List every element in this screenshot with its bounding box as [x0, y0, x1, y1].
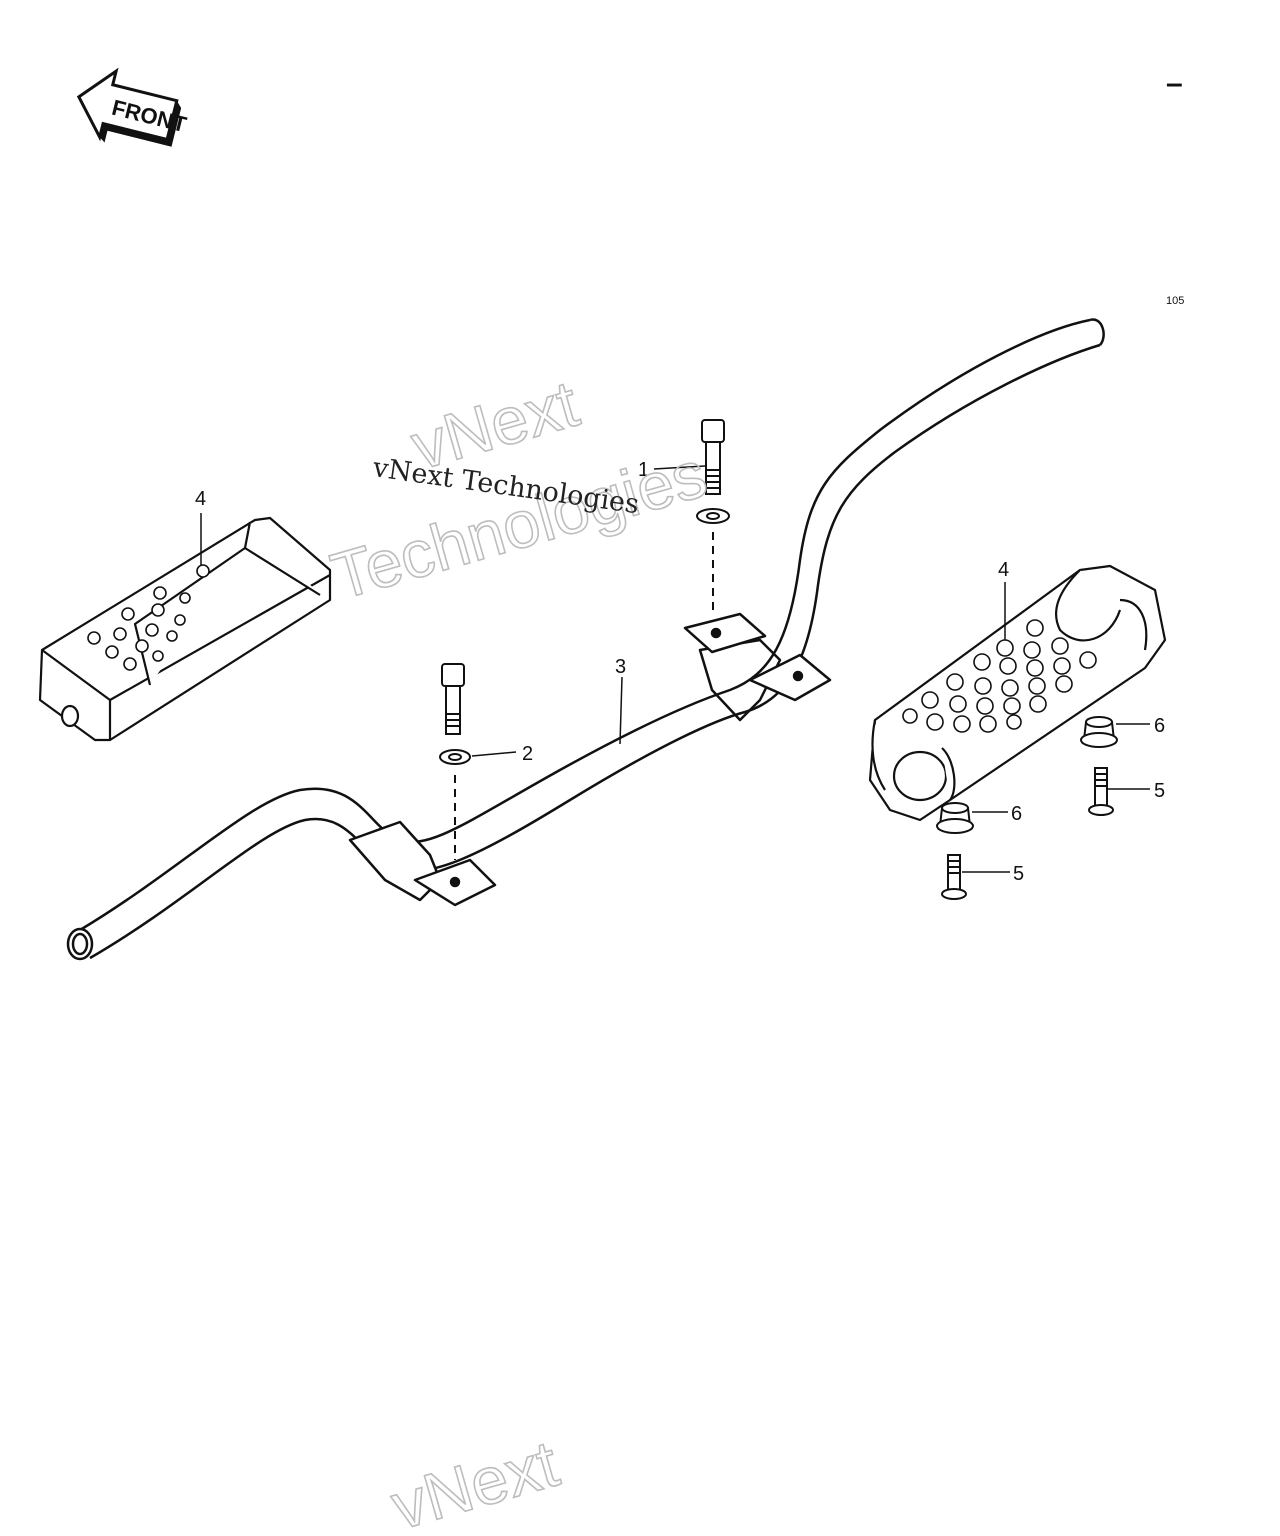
callout-4-right: 4 — [998, 559, 1009, 581]
screw-upper — [1088, 767, 1114, 816]
page-mark: – — [1166, 67, 1183, 100]
bolt-lower — [439, 663, 471, 860]
callout-1: 1 — [638, 459, 649, 481]
callout-2: 2 — [522, 743, 533, 765]
callout-3: 3 — [615, 656, 626, 678]
callout-5-lower: 5 — [1013, 863, 1024, 885]
collar-lower — [936, 802, 974, 834]
footpeg-rubber-right — [868, 564, 1167, 822]
callout-4-left: 4 — [195, 488, 206, 510]
screw-lower — [941, 854, 967, 900]
bolt-upper — [696, 419, 730, 612]
front-arrow-icon: FRONT — [76, 67, 189, 147]
watermark: vNext Technologies vNext Technologies vN… — [323, 365, 715, 1536]
watermark-bottom: vNext — [383, 1426, 566, 1536]
callout-6-upper: 6 — [1154, 715, 1165, 737]
footpeg-rubber-left — [38, 516, 332, 742]
callout-5-upper: 5 — [1154, 780, 1165, 802]
footrest-bar — [66, 318, 1105, 961]
callout-6-lower: 6 — [1011, 803, 1022, 825]
leader-lines — [200, 465, 1150, 873]
figure-code: 105 — [1166, 295, 1184, 307]
collar-upper — [1080, 716, 1118, 748]
